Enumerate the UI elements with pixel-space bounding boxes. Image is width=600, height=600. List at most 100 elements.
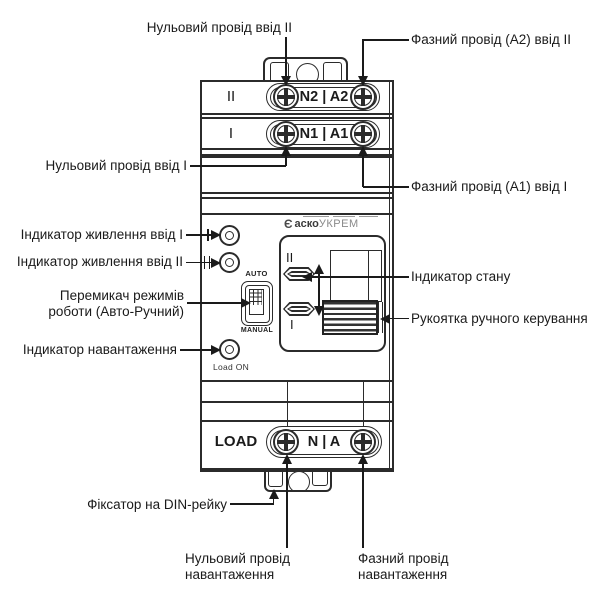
position-arrow-shaft <box>318 270 320 312</box>
callout-load-indicator: Індикатор навантаження <box>22 342 177 357</box>
callout-mode-switch: Перемикач режимів роботи (Авто-Ручний) <box>0 288 184 320</box>
bottom-mount-tab <box>264 472 332 492</box>
auto-label: AUTO <box>245 269 268 278</box>
brand-tagline-bar <box>303 215 329 218</box>
leader <box>190 165 286 167</box>
callout-mode-switch-line2: роботи (Авто-Ручний) <box>48 304 184 319</box>
callout-power-in1: Індикатор живлення ввід I <box>20 227 183 242</box>
manual-handle <box>322 300 378 335</box>
leader-arrow <box>380 313 390 324</box>
seam <box>201 113 393 115</box>
leader <box>286 462 288 548</box>
callout-status-indicator: Індикатор стану <box>411 269 511 284</box>
seam <box>201 197 393 199</box>
screw-n1 <box>273 121 299 147</box>
leader-arrow <box>281 76 291 86</box>
panel-pos1-label: I <box>290 317 294 332</box>
seam <box>201 117 393 119</box>
leader-arrow <box>302 272 312 282</box>
power-led-input1 <box>219 225 240 246</box>
seam <box>363 380 365 427</box>
mode-switch <box>241 281 273 326</box>
callout-neutral-in2: Нульовий провід ввід II <box>146 20 292 35</box>
input1-side-label: I <box>228 125 234 142</box>
panel-pos2-label: II <box>286 250 294 265</box>
callout-phase-load-line2: навантаження <box>358 567 448 582</box>
leader <box>285 37 287 78</box>
top-tab-slot-right <box>323 62 342 80</box>
leader <box>363 186 409 188</box>
seam <box>201 213 393 215</box>
position-arrow-down <box>314 306 324 316</box>
leader <box>186 234 212 236</box>
leader-arrow <box>268 489 279 499</box>
seam <box>389 82 390 470</box>
top-tab-circle <box>296 63 319 80</box>
leader <box>362 39 364 78</box>
leader-arrow <box>358 454 368 464</box>
bottom-tab-circle <box>288 472 310 490</box>
power-led-input2 <box>219 252 240 273</box>
leader <box>272 497 275 505</box>
screw-load-a <box>350 429 376 455</box>
callout-phase-load-line1: Фазний провід <box>358 551 449 566</box>
screw-a2 <box>350 84 376 110</box>
input2-side-label: II <box>226 88 236 105</box>
callout-mode-switch-line1: Перемикач режимів <box>59 288 184 303</box>
brand-tagline-bar <box>359 215 378 218</box>
top-mount-tab <box>263 57 348 80</box>
seam <box>201 192 393 194</box>
mode-switch-knob <box>249 289 264 315</box>
seam <box>201 380 393 382</box>
callout-neutral-load: Нульовий провід навантаження <box>185 551 290 583</box>
brand-mark-icon: Є <box>284 216 293 231</box>
screw-load-n <box>273 429 299 455</box>
leader-arrow <box>211 230 221 240</box>
din-latch <box>268 472 283 487</box>
seam <box>201 401 393 403</box>
leader-arrow <box>358 146 368 156</box>
screw-a1 <box>350 121 376 147</box>
leader <box>363 39 409 41</box>
callout-neutral-load-line2: навантаження <box>185 567 275 582</box>
callout-power-in2: Індикатор живлення ввід II <box>16 254 183 269</box>
brand-tagline-bar <box>333 215 355 218</box>
callout-neutral-load-line1: Нульовий провід <box>185 551 291 566</box>
leader <box>362 154 364 187</box>
leader <box>186 261 212 264</box>
leader-arrow <box>241 298 251 308</box>
load-terminal-text: N | A <box>307 434 341 450</box>
seam-thick <box>201 154 393 158</box>
brand-logo: Є аско УКРЕМ <box>284 216 359 231</box>
leader <box>230 503 274 505</box>
load-led <box>219 339 240 360</box>
callout-phase-load: Фазний провід навантаження <box>358 551 448 583</box>
screw-n2 <box>273 84 299 110</box>
manual-label: MANUAL <box>240 327 274 334</box>
callout-phase-in1: Фазний провід (А1) ввід I <box>411 179 568 194</box>
seam <box>201 420 393 422</box>
load-side-label: LOAD <box>214 433 258 450</box>
callout-manual-handle: Рукоятка ручного керування <box>411 311 588 326</box>
leader <box>389 317 409 320</box>
leader-arrow <box>281 146 291 156</box>
leader <box>311 276 409 278</box>
status-indicator-window-1 <box>283 302 315 316</box>
bottom-tab-slot-right <box>312 472 328 486</box>
leader-arrow <box>282 454 292 464</box>
input1-terminal-text: N1 | A1 <box>299 126 349 142</box>
handle-housing <box>330 250 382 302</box>
load-on-label: Load ON <box>212 362 250 372</box>
seam <box>201 148 393 150</box>
leader <box>362 462 364 548</box>
callout-phase-in2: Фазний провід (А2) ввід II <box>411 32 571 47</box>
position-arrow-up <box>314 264 324 274</box>
input2-terminal-text: N2 | A2 <box>299 89 349 105</box>
callout-neutral-in1: Нульовий провід ввід I <box>45 158 187 173</box>
seam <box>287 380 289 427</box>
leader-arrow <box>211 257 221 268</box>
leader <box>187 302 242 304</box>
leader-arrow <box>358 76 368 86</box>
brand-name-light: УКРЕМ <box>318 217 359 230</box>
